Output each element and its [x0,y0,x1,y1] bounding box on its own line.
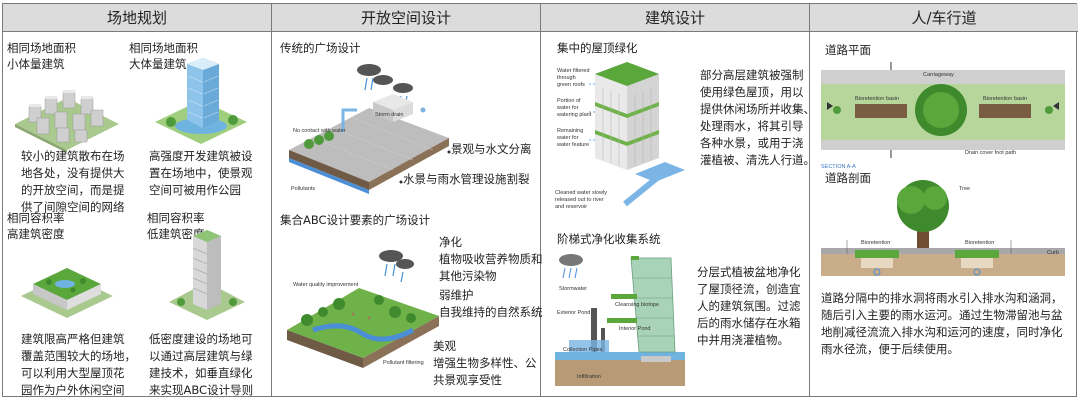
road-desc: 道路分隔中的排水洞将雨水引入排水沟和涵洞，随后引入主要的雨水运河。通过生物滞留池… [821,291,1063,356]
plaza2-point-purify: 净化植物吸收营养物质和其他污染物 [439,235,543,283]
terrace-fig-label: Collection Pipes [563,347,603,353]
diagram-frame: 场地规划 开放空间设计 建筑设计 人/车行道 相同场地面积小体量建筑 相同场地面… [2,3,1078,397]
large-building-illustration [155,58,247,144]
plaza1-fig-label: Pollutants [291,186,316,192]
plaza2-point-beauty: 美观增强生物多样性、公共景观享受性 [433,339,537,387]
site-q3-desc: 建筑限高严格但建筑覆盖范围较大的场地，可以利用大型屋顶花园作为户外休闲空间 [21,332,136,397]
abc-plaza-illustration [287,250,439,368]
site-q2-label: 相同场地面积大体量建筑 [129,41,198,71]
road-section-label: Bioretention [861,240,891,246]
header-open-space: 开放空间设计 [272,4,540,32]
header-building: 建筑设计 [541,4,809,32]
road-plan-title: 道路平面 [825,43,871,57]
plaza2-point-maintenance: 弱维护自我维持的自然系统 [439,288,543,319]
road-plan-label: Bioretention basin [983,96,1028,102]
terrace-fig-label: Exterior Pond [557,310,591,316]
plaza1-fig-label: Storm drain [375,112,404,118]
traditional-plaza-illustration [289,64,449,194]
road-plan-label: Carriageway [923,72,954,78]
plaza2-fig-label: Water quality improvement [293,282,359,288]
roof-desc: 部分高层建筑被强制使用绿色屋顶，用以提供休闲场所并收集、处理雨水，将其引导各种水… [700,68,815,167]
header-road: 人/车行道 [810,4,1078,32]
green-roof-illustration [589,62,685,207]
terrace-desc: 分层式植被盆地净化了屋顶径流，创造宜人的建筑氛围。过滤后的雨水储存在水箱中并用浇… [697,265,801,347]
plaza1-fig-label: No contact with water [293,128,346,134]
road-plan-label: Bioretention basin [855,96,900,102]
plaza1-point: 景观与水文分离 [451,142,532,156]
road-plan-illustration [821,62,1065,158]
road-plan-label: Drain cover foot path [965,150,1017,156]
plaza1-point: 水景与雨水管理设施割裂 [403,172,530,186]
road-section-label: Curb [1047,250,1059,256]
terrace-fig-label: Infiltration [577,374,601,380]
road-section-title: 道路剖面 [825,171,871,185]
divider [271,4,272,396]
divider [809,4,810,396]
terrace-system-illustration [555,254,685,386]
plaza1-title: 传统的广场设计 [280,41,361,55]
site-q3-label: 相同容积率高建筑密度 [7,211,65,241]
slim-tower-illustration [169,230,245,320]
header-site-planning: 场地规划 [3,4,271,32]
plaza2-fig-label: Pollutant filtering [383,360,424,366]
site-q4-label: 相同容积率低建筑密度 [147,211,205,241]
terrace-fig-label: Cleansing biotope [615,302,660,308]
plaza2-title: 集合ABC设计要素的广场设计 [280,213,431,227]
small-buildings-illustration [15,90,119,153]
road-section-label: Tree [959,186,971,192]
road-section-label: Bioretention [965,240,995,246]
pointer-icon [399,180,403,184]
roof-garden-illustration [21,268,113,318]
terrace-title: 阶梯式净化收集系统 [557,232,661,246]
road-section-illustration [821,180,1065,276]
site-q4-desc: 低密度建设的场地可以通过高层建筑与绿建技术，如垂直绿化来实现ABC设计导则 [149,332,254,397]
road-section-mark: SECTION A-A [821,164,856,170]
site-q1-desc: 较小的建筑散布在场地各处，没有提供大的开放空间，而是提供了间隙空间的网络 [21,149,125,214]
terrace-fig-label: Interior Pond [619,326,651,332]
roof-title: 集中的屋顶绿化 [557,41,638,55]
site-q1-label: 相同场地面积小体量建筑 [7,41,76,71]
site-q2-desc: 高强度开发建筑被设置在场地中，使景观空间可被用作公园 [149,149,253,197]
divider [540,4,541,396]
pointer-icon [447,150,451,154]
terrace-fig-label: Stormwater [559,286,588,292]
